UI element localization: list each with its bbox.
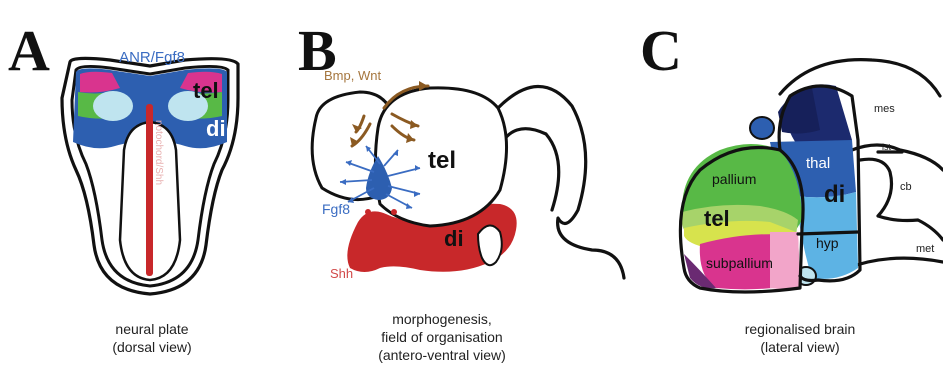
caption-b-line2: field of organisation <box>381 329 502 345</box>
tel-di-boundary <box>798 232 858 234</box>
hyp-label: hyp <box>816 235 839 251</box>
panel-b: B <box>298 18 624 363</box>
ist-label: ist <box>882 142 891 152</box>
di-label-b: di <box>444 226 464 251</box>
pallium-label: pallium <box>712 171 756 187</box>
fgf8-label: Fgf8 <box>322 201 350 217</box>
subpallium-label: subpallium <box>706 255 773 271</box>
caption-a-line1: neural plate <box>115 321 188 337</box>
tube-tail-outline <box>498 86 624 278</box>
panel-a: A notochord/Shh ANR/Fgf8 tel di neural p… <box>8 18 238 355</box>
midline-red <box>146 104 153 276</box>
caption-c-line2: (lateral view) <box>760 339 839 355</box>
thal-label: thal <box>806 155 830 172</box>
shh-notch <box>478 225 502 265</box>
tel-label: tel <box>193 78 219 103</box>
cb-outline <box>860 159 943 240</box>
caption-c-line1: regionalised brain <box>745 321 856 337</box>
met-outline <box>848 258 943 268</box>
caption-b-line3: (antero-ventral view) <box>378 347 506 363</box>
cb-label: cb <box>900 181 912 193</box>
subpallium-pink <box>770 232 800 289</box>
shh-dot-left <box>365 209 371 215</box>
di-label-c: di <box>824 181 845 208</box>
tel-label-c: tel <box>704 206 730 231</box>
eye-field-left <box>93 91 133 121</box>
midline-label: notochord/Shh <box>153 120 164 185</box>
caption-a-line2: (dorsal view) <box>112 339 191 355</box>
panel-c-letter: C <box>640 18 682 83</box>
shh-label: Shh <box>330 266 353 281</box>
shh-dot-right <box>391 209 397 215</box>
met-label: met <box>916 243 934 255</box>
hindbrain-outline <box>852 145 943 170</box>
tel-label-b: tel <box>428 147 456 174</box>
bmp-label: Bmp, Wnt <box>324 68 381 83</box>
dorsal-nub <box>750 117 774 139</box>
caption-b-line1: morphogenesis, <box>392 311 492 327</box>
di-label: di <box>206 116 226 141</box>
panel-a-letter: A <box>8 18 50 83</box>
panel-c: C mes ist cb met tha <box>640 18 943 355</box>
anr-label: ANR/Fgf8 <box>119 49 185 66</box>
mes-label: mes <box>874 103 895 115</box>
